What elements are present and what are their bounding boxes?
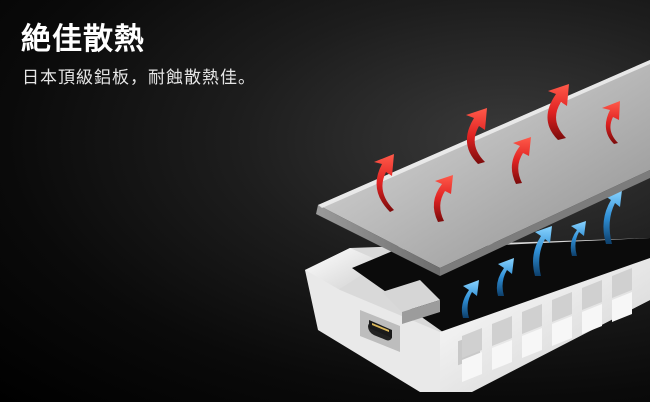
- heat-arrow-icon: [602, 101, 620, 144]
- usb-c-port-icon: [360, 310, 400, 352]
- heat-arrow-icon: [433, 175, 453, 222]
- heat-arrow-icon: [374, 154, 394, 212]
- heat-dissipation-arrows: [374, 84, 620, 222]
- enclosure-frame: [305, 238, 650, 392]
- banner-title: 絶佳散熱: [21, 22, 145, 57]
- cool-arrow-icon: [496, 258, 514, 296]
- heat-arrow-icon: [547, 84, 569, 140]
- heat-arrow-icon: [511, 137, 531, 184]
- cool-arrow-icon: [533, 226, 552, 276]
- cooling-airflow-arrows: [461, 190, 622, 318]
- cool-arrow-icon: [461, 280, 479, 318]
- cool-arrow-icon: [570, 221, 586, 256]
- banner-subtitle: 日本頂級鋁板，耐蝕散熱佳。: [22, 68, 256, 88]
- heat-arrow-icon: [466, 108, 487, 164]
- cool-arrow-icon: [603, 190, 622, 244]
